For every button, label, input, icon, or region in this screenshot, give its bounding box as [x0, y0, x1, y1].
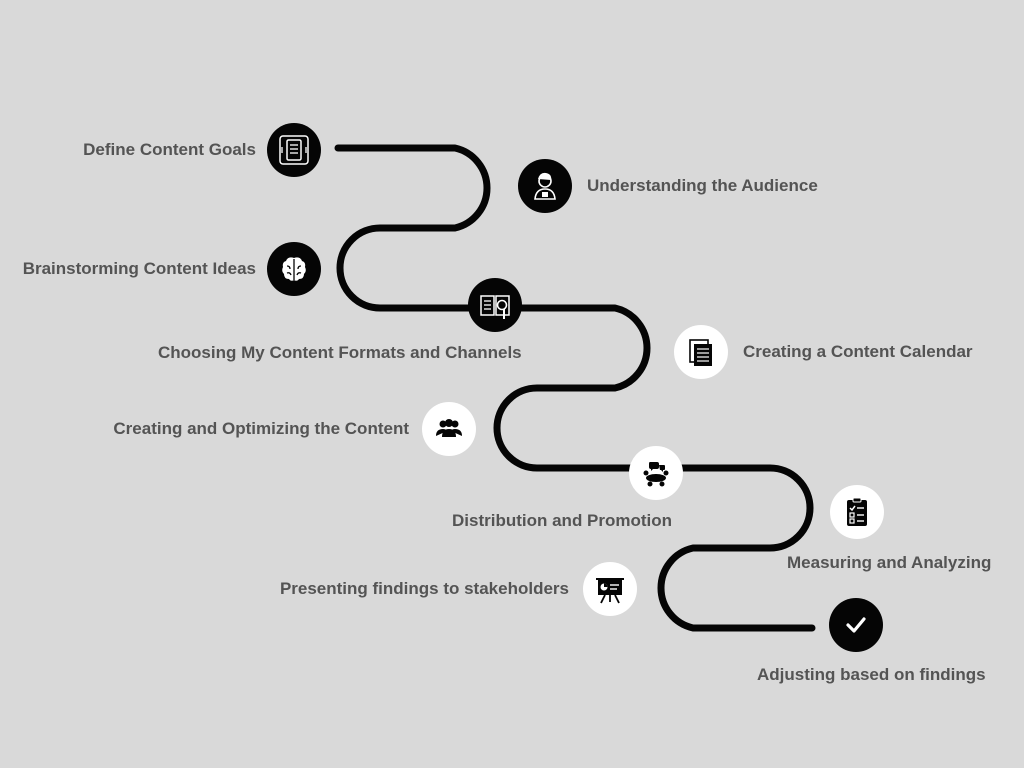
- step-node-optimizing: [422, 402, 476, 456]
- step-label: Adjusting based on findings: [757, 665, 986, 684]
- step-label: Presenting findings to stakeholders: [279, 579, 569, 598]
- document-icon: [279, 135, 309, 165]
- person-icon: [534, 172, 556, 200]
- book-search-icon: [480, 295, 510, 319]
- step-node-formats: [468, 278, 522, 332]
- step-label: Creating a Content Calendar: [743, 342, 973, 361]
- step-node-measuring: [830, 485, 884, 539]
- pages-icon: [689, 339, 712, 366]
- team-icon: [436, 419, 462, 437]
- step-node-adjusting: [829, 598, 883, 652]
- step-node-audience: [518, 159, 572, 213]
- presentation-icon: [596, 578, 624, 604]
- meeting-icon: [643, 462, 669, 487]
- step-node-define-goals: [267, 123, 321, 177]
- check-icon: [846, 617, 866, 633]
- step-node-brainstorm: [267, 242, 321, 296]
- checklist-icon: [847, 497, 867, 526]
- step-label: Choosing My Content Formats and Channels: [158, 343, 522, 362]
- step-label: Creating and Optimizing the Content: [113, 419, 409, 438]
- step-label: Measuring and Analyzing: [787, 553, 992, 572]
- brain-icon: [282, 257, 306, 281]
- step-label: Brainstorming Content Ideas: [22, 259, 256, 278]
- step-label: Distribution and Promotion: [452, 511, 673, 530]
- step-node-distribution: [629, 446, 683, 500]
- step-label: Understanding the Audience: [587, 176, 818, 195]
- step-node-calendar: [674, 325, 728, 379]
- step-label: Define Content Goals: [83, 140, 256, 159]
- step-node-presenting: [583, 562, 637, 616]
